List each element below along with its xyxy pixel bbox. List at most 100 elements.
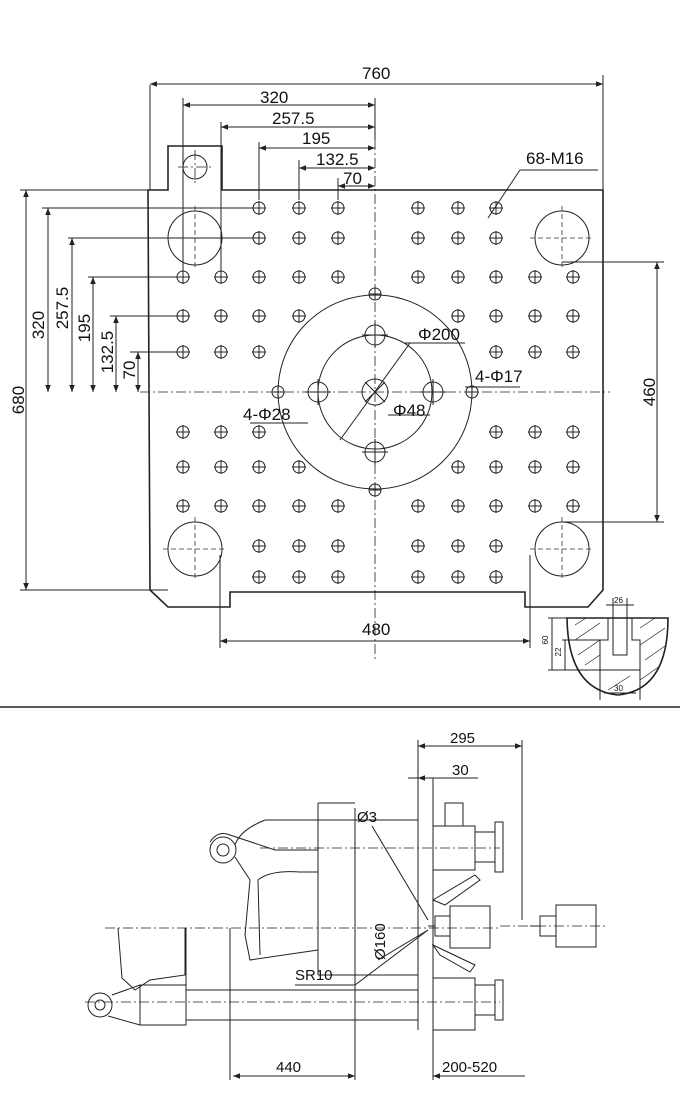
thread-hole bbox=[176, 499, 190, 513]
left-dim-132: 132.5 bbox=[98, 331, 117, 374]
thread-hole bbox=[566, 309, 580, 323]
slot-dim-22: 22 bbox=[554, 647, 563, 656]
outer-holes-label: 4-Φ17 bbox=[475, 367, 523, 386]
thread-hole bbox=[528, 345, 542, 359]
thread-hole bbox=[252, 270, 266, 284]
thread-hole bbox=[214, 309, 228, 323]
thread-hole bbox=[528, 499, 542, 513]
thread-hole bbox=[566, 460, 580, 474]
thread-hole bbox=[451, 231, 465, 245]
thread-hole bbox=[489, 270, 503, 284]
thread-hole bbox=[489, 309, 503, 323]
thread-hole bbox=[451, 201, 465, 215]
left-dimensions: 680 320 257.5 195 132.5 70 bbox=[9, 189, 260, 591]
thread-hole bbox=[292, 499, 306, 513]
thread-hole bbox=[331, 231, 345, 245]
sphere-label: SR10 bbox=[295, 967, 333, 984]
tiebar-h-dim: 480 bbox=[362, 620, 390, 639]
center-ring-label: Φ200 bbox=[418, 325, 460, 344]
slot-dim-60: 60 bbox=[541, 635, 550, 644]
thread-hole bbox=[252, 499, 266, 513]
left-dim-195: 195 bbox=[75, 314, 94, 342]
thread-hole bbox=[411, 270, 425, 284]
platen-front-view: Φ200 Φ48 4-Φ28 4-Φ17 68-M16 760 320 257.… bbox=[9, 64, 664, 660]
tiebar-v-dim: 460 bbox=[640, 378, 659, 406]
side-dim-295: 295 bbox=[450, 730, 475, 747]
nozzle-hole-label: Ø3 bbox=[357, 809, 377, 826]
inner-holes bbox=[305, 322, 446, 465]
thread-hole bbox=[214, 425, 228, 439]
thread-hole bbox=[176, 460, 190, 474]
thread-hole bbox=[528, 270, 542, 284]
thread-hole bbox=[331, 270, 345, 284]
thread-hole bbox=[252, 309, 266, 323]
left-dim-70: 70 bbox=[120, 361, 139, 380]
thread-hole bbox=[411, 539, 425, 553]
thread-hole bbox=[252, 425, 266, 439]
slot-dim-26: 26 bbox=[614, 596, 623, 605]
thread-hole bbox=[566, 345, 580, 359]
thread-hole bbox=[331, 499, 345, 513]
thread-hole bbox=[451, 270, 465, 284]
thread-hole bbox=[566, 270, 580, 284]
side-view: 295 30 Ø3 Ø160 SR10 bbox=[85, 730, 605, 1080]
thread-hole bbox=[489, 539, 503, 553]
top-dim-195: 195 bbox=[302, 129, 330, 148]
thread-hole bbox=[292, 309, 306, 323]
thread-hole bbox=[411, 201, 425, 215]
top-dim-70: 70 bbox=[343, 169, 362, 188]
top-dim-132: 132.5 bbox=[316, 150, 359, 169]
outer-holes bbox=[271, 287, 479, 497]
inner-holes-label: 4-Φ28 bbox=[243, 405, 291, 424]
thread-hole bbox=[489, 460, 503, 474]
thread-hole bbox=[252, 539, 266, 553]
thread-hole bbox=[252, 460, 266, 474]
thread-hole bbox=[292, 231, 306, 245]
thread-hole bbox=[292, 539, 306, 553]
thread-hole bbox=[292, 460, 306, 474]
left-dim-257: 257.5 bbox=[53, 287, 72, 330]
thread-holes-label: 68-M16 bbox=[526, 149, 584, 168]
bottom-dimension: 480 bbox=[219, 555, 531, 648]
side-dim-440: 440 bbox=[276, 1059, 301, 1076]
thread-hole bbox=[252, 570, 266, 584]
thread-hole bbox=[176, 425, 190, 439]
thread-hole bbox=[489, 499, 503, 513]
height-dim: 680 bbox=[9, 386, 28, 414]
thread-hole bbox=[292, 270, 306, 284]
thread-hole bbox=[451, 460, 465, 474]
thread-hole bbox=[411, 499, 425, 513]
thread-hole bbox=[489, 231, 503, 245]
thread-hole bbox=[331, 570, 345, 584]
thread-hole bbox=[489, 345, 503, 359]
tiebar-holes bbox=[163, 150, 594, 581]
thread-hole bbox=[566, 499, 580, 513]
slot-dim-30: 30 bbox=[614, 684, 623, 693]
thread-hole bbox=[411, 570, 425, 584]
right-dimension: 460 bbox=[562, 261, 664, 523]
top-dimensions: 760 320 257.5 195 132.5 70 bbox=[149, 64, 604, 272]
side-dim-200-520: 200-520 bbox=[442, 1059, 497, 1076]
thread-hole bbox=[528, 309, 542, 323]
thread-hole bbox=[451, 539, 465, 553]
side-dim-30: 30 bbox=[452, 762, 469, 779]
thread-hole bbox=[331, 539, 345, 553]
slot-detail: 26 60 22 30 bbox=[541, 596, 669, 700]
ring-label: Ø160 bbox=[372, 923, 389, 960]
platen-outline bbox=[147, 145, 604, 608]
left-dim-320: 320 bbox=[29, 311, 48, 339]
thread-hole bbox=[214, 270, 228, 284]
thread-hole bbox=[489, 201, 503, 215]
thread-hole bbox=[214, 460, 228, 474]
thread-hole bbox=[451, 499, 465, 513]
thread-hole bbox=[411, 231, 425, 245]
thread-hole bbox=[528, 460, 542, 474]
thread-hole bbox=[489, 425, 503, 439]
thread-hole bbox=[451, 570, 465, 584]
top-dim-320: 320 bbox=[260, 88, 288, 107]
thread-hole bbox=[451, 309, 465, 323]
thread-hole bbox=[566, 425, 580, 439]
top-dim-257: 257.5 bbox=[272, 109, 315, 128]
